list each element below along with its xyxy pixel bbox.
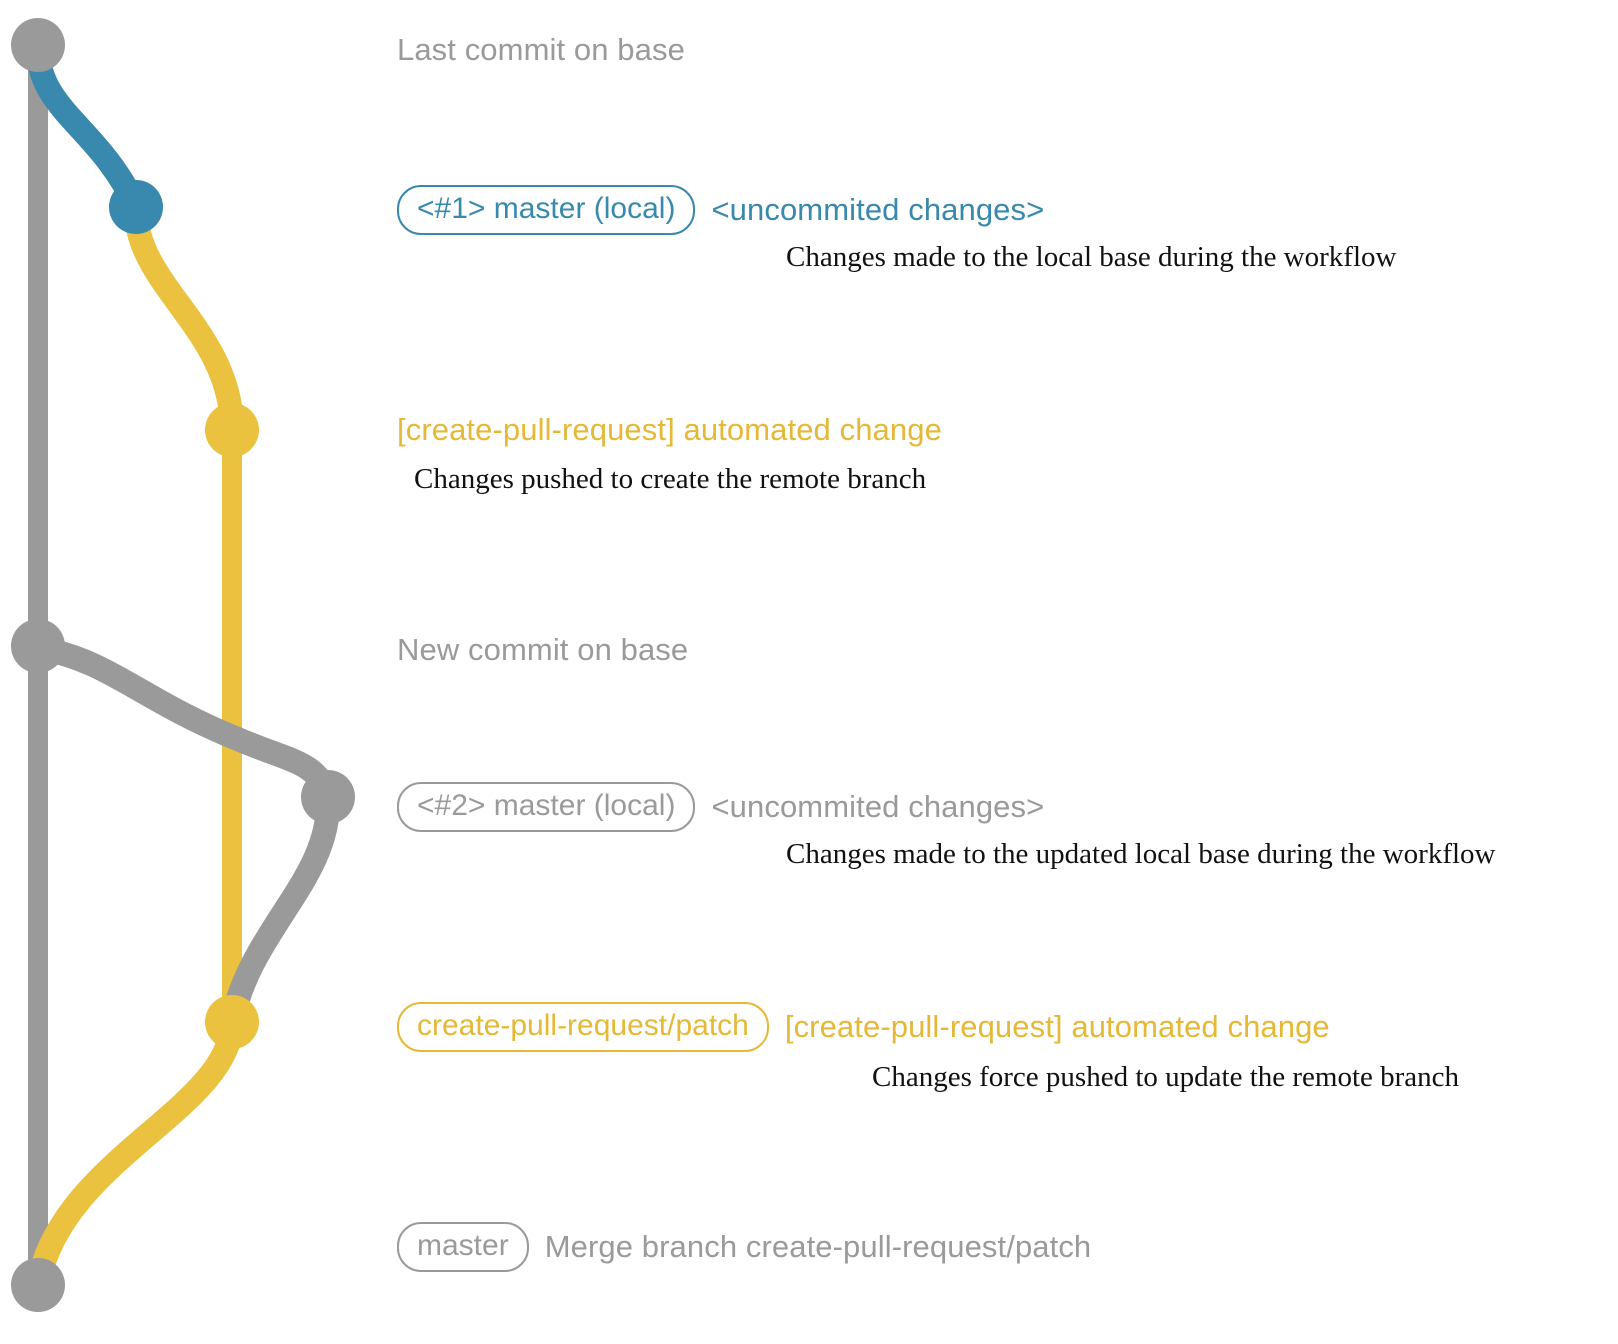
commit-description-master-local-2: Changes made to the updated local base d… xyxy=(786,838,1496,870)
commit-row-new-commit: New commit on base xyxy=(397,632,688,668)
node-automated-change-2[interactable] xyxy=(205,995,259,1049)
node-master-local-1[interactable] xyxy=(109,180,163,234)
commit-subject-master-local-2: <uncommited changes> xyxy=(711,789,1045,825)
edge-master-local-2-to-automated-2 xyxy=(220,788,341,1034)
ref-badge-master-local-2[interactable]: <#2> master (local) xyxy=(397,782,696,833)
node-master-local-2[interactable] xyxy=(301,770,355,824)
edge-master-local-1-to-automated-1 xyxy=(124,198,244,442)
commit-description-automated-change-2: Changes force pushed to update the remot… xyxy=(872,1061,1460,1093)
commit-description-master-local-1: Changes made to the local base during th… xyxy=(786,241,1397,273)
commit-subject-new-commit: New commit on base xyxy=(397,632,689,667)
node-merge-commit-master[interactable] xyxy=(11,1258,65,1312)
commit-row-automated-change-1: [create-pull-request] automated change xyxy=(397,412,942,448)
ref-badge-master-local-1[interactable]: <#1> master (local) xyxy=(397,185,696,236)
commit-subject-master-local-1: <uncommited changes> xyxy=(711,192,1045,228)
commit-row-automated-change-2: create-pull-request/patch [create-pull-r… xyxy=(397,1002,1330,1053)
commit-row-merge-commit: master Merge branch create-pull-request/… xyxy=(397,1222,1092,1273)
edge-new-commit-to-master-local-2 xyxy=(26,636,340,809)
commit-row-last-commit: Last commit on base xyxy=(397,32,685,68)
node-last-commit-on-base[interactable] xyxy=(11,18,65,72)
commit-subject-last-commit: Last commit on base xyxy=(397,32,685,67)
commit-row-master-local-1: <#1> master (local) <uncommited changes> xyxy=(397,185,1045,236)
ref-badge-create-pull-request-patch[interactable]: create-pull-request/patch xyxy=(397,1002,769,1053)
commit-subject-automated-change-1: [create-pull-request] automated change xyxy=(397,412,942,447)
commit-row-master-local-2: <#2> master (local) <uncommited changes> xyxy=(397,782,1045,833)
edge-automated-2-to-merge xyxy=(26,1012,244,1297)
commit-description-automated-change-1: Changes pushed to create the remote bran… xyxy=(414,463,927,495)
node-automated-change-1[interactable] xyxy=(205,403,259,457)
node-new-commit-on-base[interactable] xyxy=(11,619,65,673)
commit-subject-automated-change-2: [create-pull-request] automated change xyxy=(784,1009,1330,1045)
commit-subject-merge-commit: Merge branch create-pull-request/patch xyxy=(544,1229,1092,1265)
ref-badge-master[interactable]: master xyxy=(397,1222,529,1273)
